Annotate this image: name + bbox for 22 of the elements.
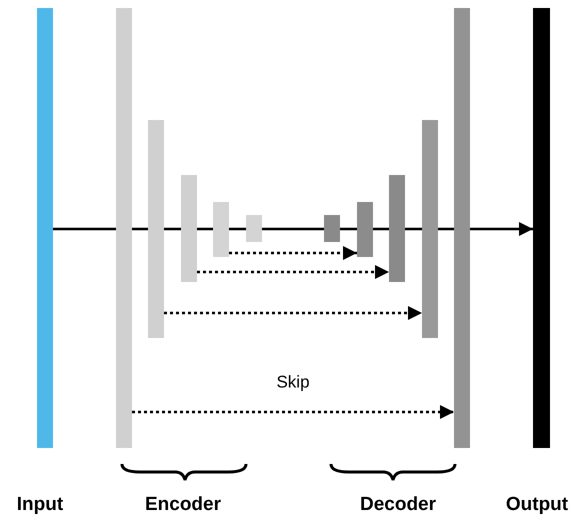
layer-bar <box>533 8 550 448</box>
arrow <box>470 222 533 236</box>
io-label: Input <box>16 492 64 517</box>
io-label: Output <box>506 492 568 517</box>
layer-bar <box>148 120 164 338</box>
layer-bar <box>116 8 132 448</box>
layer-bar <box>357 202 373 257</box>
layer-bar <box>181 175 197 282</box>
layer-bar <box>37 8 53 448</box>
edge-label: Skip <box>276 371 310 394</box>
dotted-arrow <box>164 306 422 320</box>
layer-bar <box>422 120 438 338</box>
section-label: Decoder <box>360 492 436 517</box>
section-label: Encoder <box>144 492 222 517</box>
layer-bar <box>454 8 470 448</box>
dotted-arrow <box>197 265 389 279</box>
layer-bar <box>389 175 405 282</box>
layer-bar <box>246 215 262 242</box>
layer-bar <box>324 215 340 242</box>
dotted-arrow <box>229 246 357 260</box>
layer-bar <box>213 202 229 257</box>
dotted-arrow <box>132 405 454 419</box>
